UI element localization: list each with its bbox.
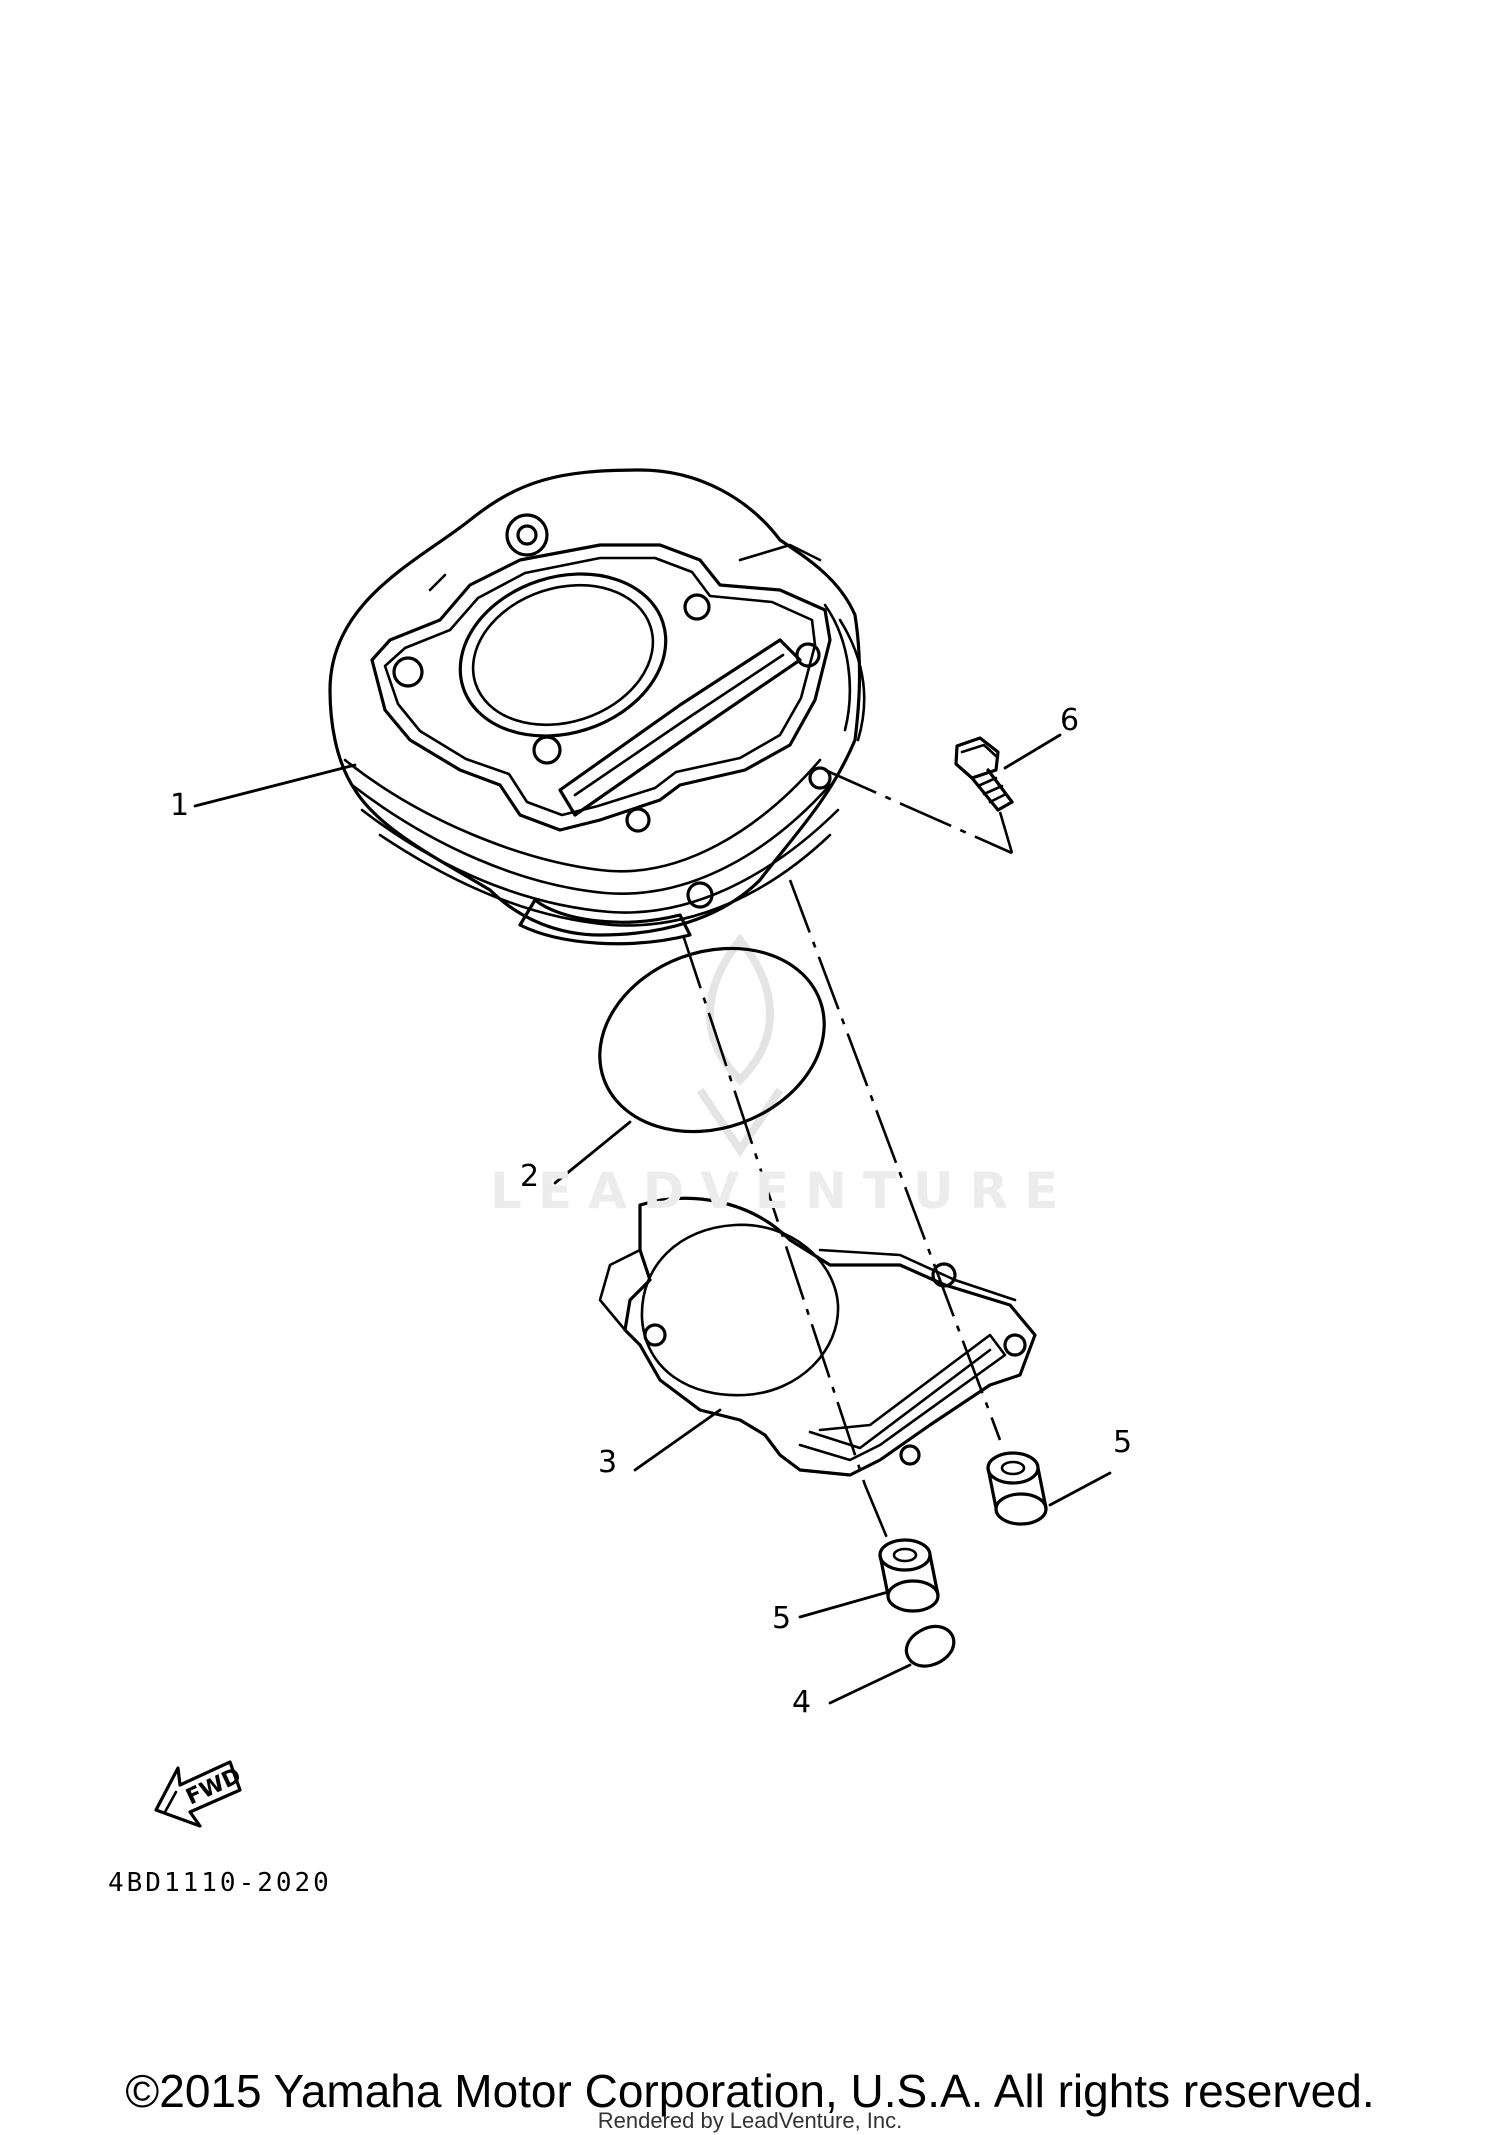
- fwd-arrow-icon: FWD: [154, 1760, 245, 1828]
- dowel-pin-lower-part: [878, 1538, 940, 1613]
- callout-4: 4: [792, 1685, 812, 1720]
- cylinder-part: [328, 468, 866, 946]
- dowel-pin-upper-part: [986, 1451, 1048, 1526]
- callout-3: 3: [598, 1445, 618, 1480]
- callout-5-upper: 5: [1113, 1425, 1133, 1460]
- diagram-code: 4BD1110-2020: [108, 1868, 332, 1898]
- copyright-text: ©2015 Yamaha Motor Corporation, U.S.A. A…: [125, 2065, 1375, 2117]
- bolt-part: [954, 736, 1014, 812]
- rendered-by-text: Rendered by LeadVenture, Inc.: [597, 2108, 903, 2133]
- callout-2: 2: [520, 1159, 540, 1194]
- plug-part: [904, 1624, 956, 1668]
- callout-5-lower: 5: [772, 1601, 792, 1636]
- base-gasket-part: [598, 1196, 1037, 1477]
- o-ring-part: [598, 946, 826, 1134]
- callout-6: 6: [1060, 703, 1080, 738]
- leader-lines: [193, 733, 1112, 1705]
- watermark-text: LEADVENTURE: [490, 1162, 1075, 1220]
- watermark-logo: [696, 933, 784, 1158]
- callout-1: 1: [170, 788, 190, 823]
- assembly-lines: [681, 768, 1014, 1546]
